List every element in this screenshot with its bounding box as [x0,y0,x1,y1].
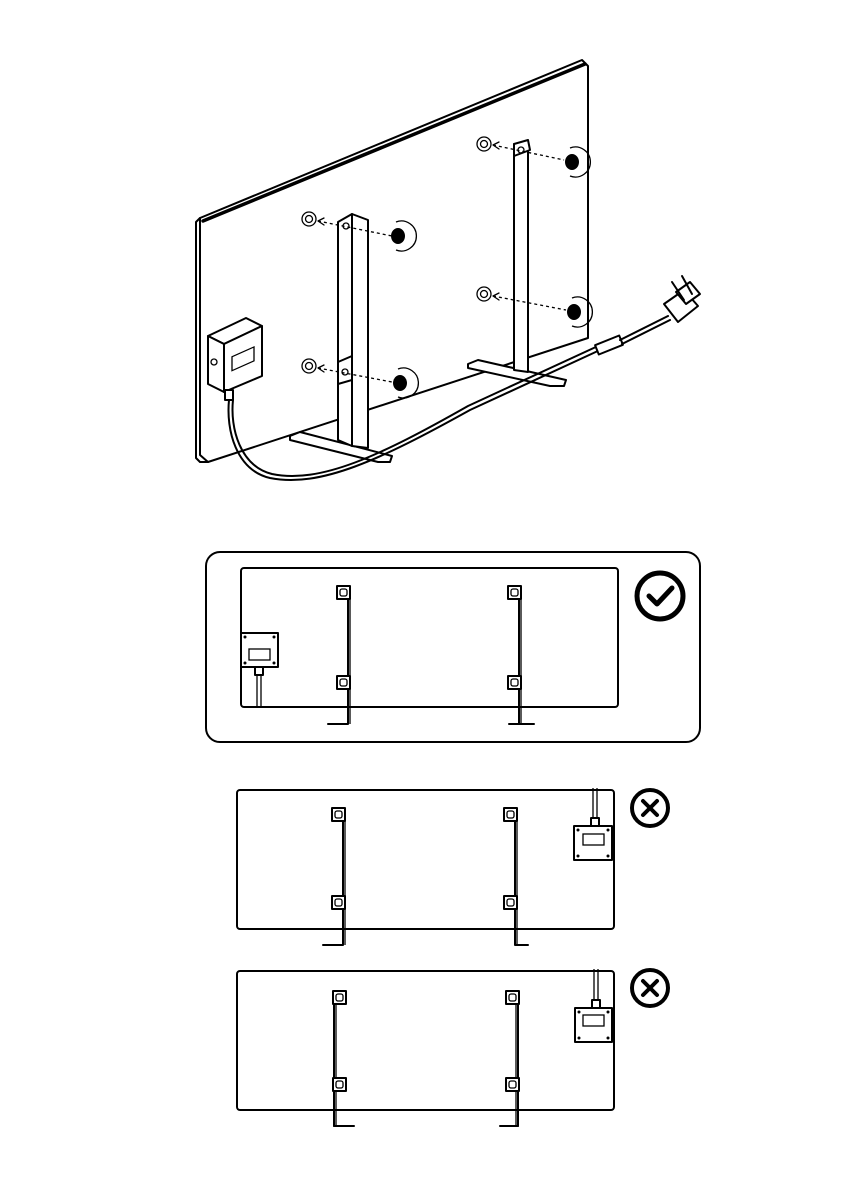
control-box [574,788,612,860]
heater-assembly-illustration [0,0,841,520]
wrong-orientation-panel-2 [230,964,690,1134]
left-foot [323,808,345,945]
correct-orientation-panel [204,548,704,748]
right-foot [500,991,519,1126]
left-foot [333,991,354,1126]
x-circle-icon [632,970,668,1006]
check-circle-icon [637,573,683,619]
right-foot [508,586,534,724]
wrong-orientation-panel-1 [230,784,690,954]
control-box [241,633,278,707]
x-circle-icon [632,790,668,826]
control-box [575,969,612,1042]
left-foot [328,586,350,724]
power-plug [664,276,700,322]
right-foot [504,808,528,945]
heater-panel [196,60,588,462]
